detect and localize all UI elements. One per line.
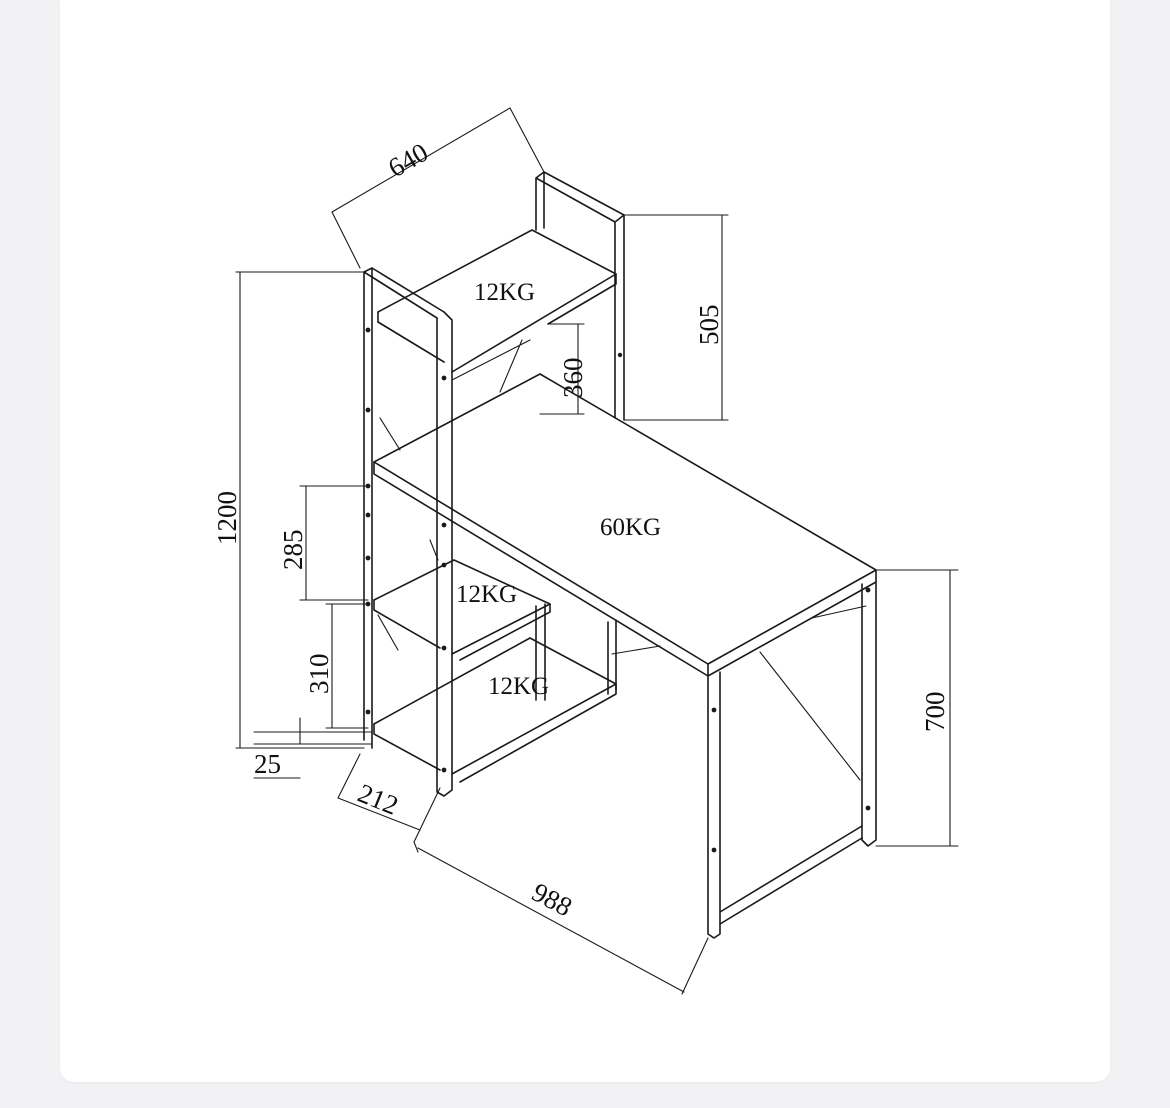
load-bottom-shelf: 12KG (488, 673, 549, 700)
load-middle-shelf: 12KG (456, 581, 517, 608)
load-top-shelf: 12KG (474, 279, 535, 306)
load-desk-top: 60KG (600, 514, 661, 541)
dim-depth: 640 (383, 137, 433, 183)
dim-upper-rack-height: 505 (694, 305, 724, 346)
image-card (60, 0, 1110, 1082)
dim-upper-clearance: 360 (558, 358, 588, 399)
dim-desk-length: 988 (527, 877, 577, 923)
dim-foot-clearance: 25 (254, 749, 281, 779)
load-labels: 12KG 60KG 12KG 12KG (456, 279, 661, 700)
dim-shelf-spacing-mid: 285 (278, 530, 308, 571)
desk-frame-lines (363, 171, 877, 939)
dim-desk-height: 700 (920, 692, 950, 733)
dim-total-height: 1200 (212, 491, 242, 545)
frame-bolt-dots (365, 327, 871, 853)
dim-shelf-width: 212 (354, 778, 403, 821)
dim-shelf-spacing-low: 310 (304, 654, 334, 695)
dimension-lines (235, 107, 959, 995)
